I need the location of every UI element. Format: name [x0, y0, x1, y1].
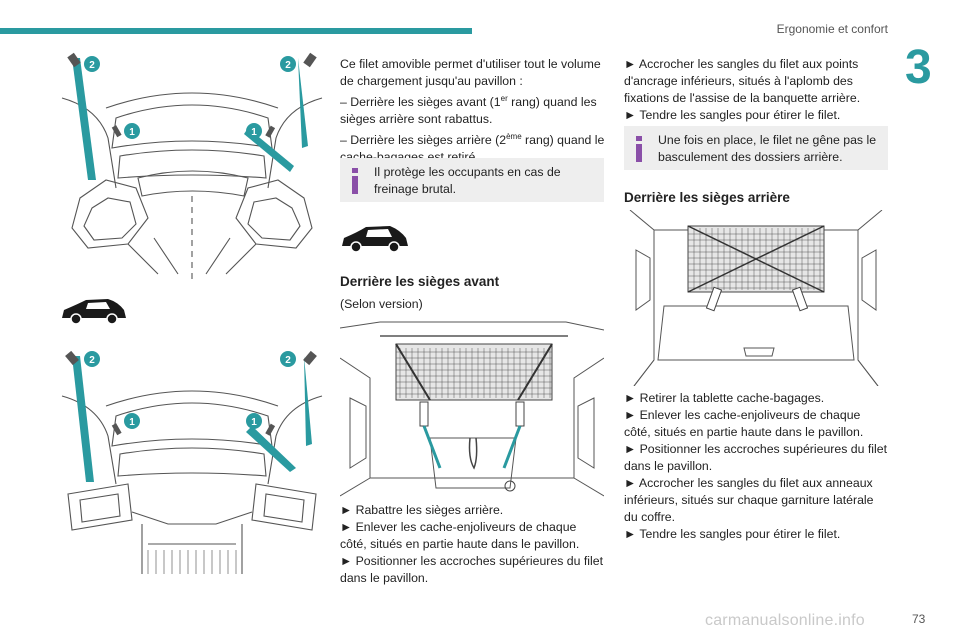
step-line: ► Retirer la tablette cache-bagages.: [624, 391, 825, 405]
step-line: côté, situés en partie haute dans le pav…: [340, 537, 580, 551]
text-line: sièges arrière sont rabattus.: [340, 112, 493, 127]
cargo-net-rear-illustration: [629, 210, 883, 386]
cargo-net-front-illustration: [340, 321, 604, 497]
callout-1: 1: [251, 127, 257, 138]
step-line: ► Accrocher les sangles du filet aux poi…: [624, 57, 859, 71]
step-line: ► Accrocher les sangles du filet aux ann…: [624, 476, 873, 490]
step-line: d'ancrage inférieurs, situés à l'aplomb …: [624, 74, 853, 88]
suv-icon: [342, 226, 408, 253]
callout-2: 2: [89, 355, 95, 366]
steps-front-seats-continued: ► Accrocher les sangles du filet aux poi…: [624, 56, 894, 124]
list-item-front-seats: – Derrière les sièges avant (1er rang) q…: [340, 90, 610, 111]
step-line: inférieurs, situés sur chaque garniture …: [624, 493, 874, 507]
watermark: carmanualsonline.info: [705, 612, 865, 629]
chapter-number: 3: [905, 41, 932, 94]
step-line: ► Positionner les accroches supérieures …: [340, 554, 604, 568]
callout-2: 2: [285, 60, 291, 71]
callout-2: 2: [89, 60, 95, 71]
text-fragment: – Derrière les sièges avant (1: [340, 95, 501, 110]
step-line: côté, situés en partie haute dans le pav…: [624, 425, 864, 439]
superscript: ème: [506, 132, 522, 142]
page-number: 73: [912, 612, 926, 626]
text-fragment: rang) quand les: [507, 95, 597, 110]
step-line: ► Positionner les accroches supérieures …: [624, 442, 888, 456]
intro-paragraph: Ce filet amovible permet d'utiliser tout…: [340, 56, 610, 166]
suv-icon: [62, 299, 126, 325]
heading-behind-rear-seats: Derrière les sièges arrière: [624, 190, 790, 205]
step-line: du coffre.: [624, 510, 676, 524]
step-line: dans le pavillon.: [624, 459, 713, 473]
step-line: ► Rabattre les sièges arrière.: [340, 503, 504, 517]
interior-net-illustration-front: 2 2 1 1: [61, 52, 323, 280]
superscript: er: [500, 94, 508, 103]
text-line: basculement des dossiers arrière.: [658, 150, 843, 164]
step-line: dans le pavillon.: [340, 571, 429, 585]
callout-2: 2: [285, 355, 291, 366]
steps-front-seats: ► Rabattre les sièges arrière. ► Enlever…: [340, 502, 610, 587]
callout-1: 1: [251, 417, 257, 428]
step-line: fixations de l'assise de la banquette ar…: [624, 91, 861, 105]
text-line: de chargement jusqu'au pavillon :: [340, 74, 523, 88]
heading-behind-front-seats: Derrière les sièges avant: [340, 274, 500, 289]
step-line: ► Tendre les sangles pour étirer le file…: [624, 527, 841, 541]
info-note-box: Une fois en place, le filet ne gêne pas …: [624, 126, 888, 170]
text-fragment: rang) quand le: [521, 133, 605, 148]
step-line: ► Enlever les cache-enjoliveurs de chaqu…: [624, 408, 861, 422]
step-line: ► Enlever les cache-enjoliveurs de chaqu…: [340, 520, 577, 534]
info-note-box: Il protège les occupants en cas de frein…: [340, 158, 604, 202]
text-fragment: – Derrière les sièges arrière (2: [340, 133, 507, 148]
header-accent-bar: [0, 28, 472, 34]
info-icon: [636, 136, 642, 162]
steps-rear-seats: ► Retirer la tablette cache-bagages. ► E…: [624, 390, 894, 543]
text-line: Il protège les occupants en cas de: [374, 165, 561, 179]
text-line: freinage brutal.: [374, 182, 457, 196]
text-line: Ce filet amovible permet d'utiliser tout…: [340, 57, 601, 71]
callout-1: 1: [129, 417, 135, 428]
text-line: Une fois en place, le filet ne gêne pas …: [658, 133, 877, 147]
callout-1: 1: [129, 127, 135, 138]
step-line: ► Tendre les sangles pour étirer le file…: [624, 108, 841, 122]
section-title: Ergonomie et confort: [776, 22, 888, 36]
subtitle-version: (Selon version): [340, 297, 423, 311]
list-item-rear-seats: – Derrière les sièges arrière (2ème rang…: [340, 128, 610, 149]
info-icon: [352, 168, 358, 194]
interior-net-illustration-rear: 2 2 1 1: [61, 350, 323, 574]
